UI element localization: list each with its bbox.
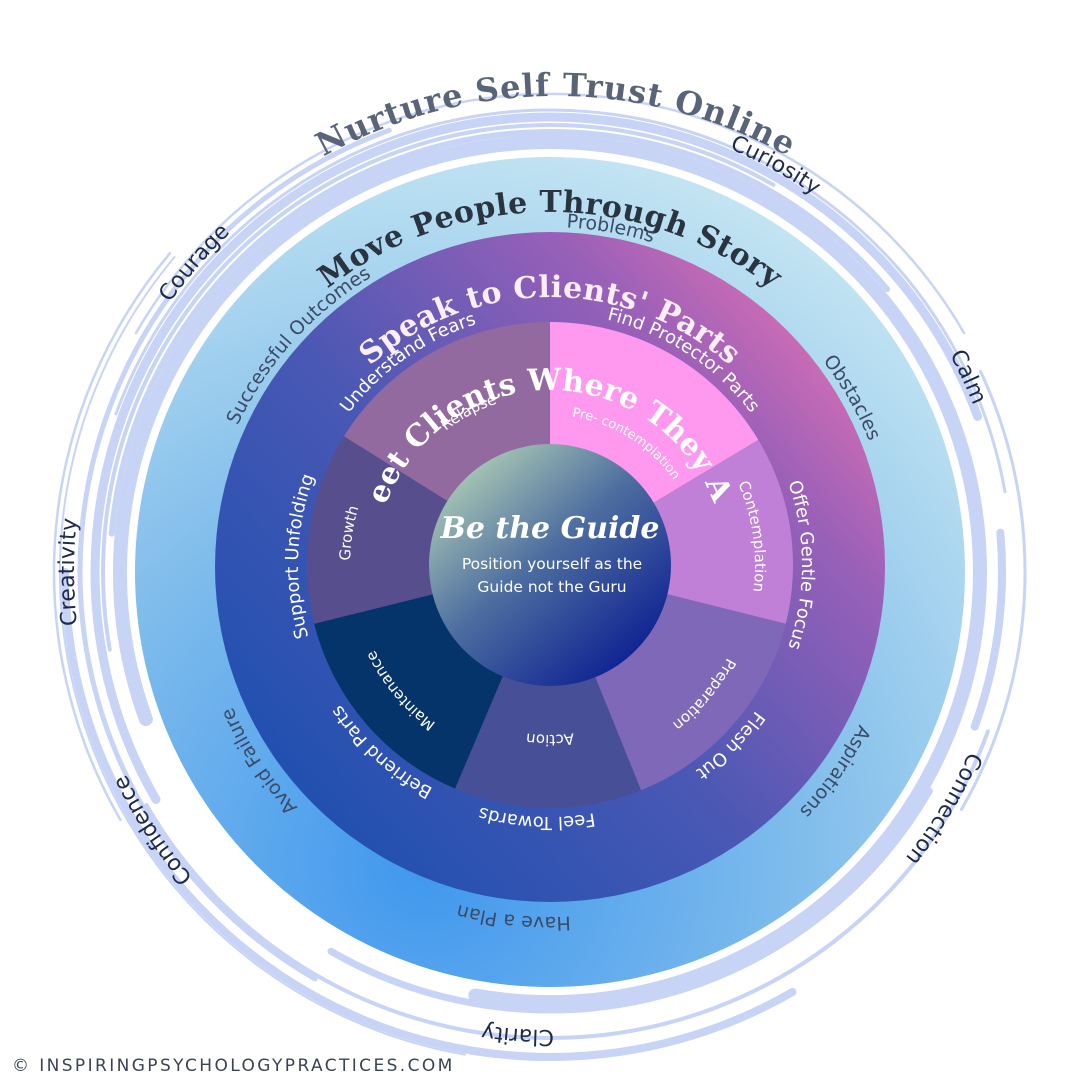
decorative-swirl-rings xyxy=(52,92,1027,1061)
stage-segment-maintenance xyxy=(314,593,504,789)
stage-segment-contemplation xyxy=(651,439,793,624)
stage-label-action: Action xyxy=(525,729,575,749)
swirl-stroke xyxy=(144,729,990,1041)
swirl-stroke xyxy=(90,112,983,804)
swirl-stroke xyxy=(61,568,797,1061)
value-label-creativity-text: Creativity xyxy=(55,517,83,627)
center-subtitle-line1: Position yourself as the xyxy=(462,555,642,573)
stage-segment-action xyxy=(455,673,642,809)
swirl-stroke xyxy=(327,787,933,1014)
swirl-stroke xyxy=(52,251,172,822)
center-circle xyxy=(429,444,671,686)
swirl-stroke xyxy=(101,123,776,652)
stage-segment-growth xyxy=(306,436,450,624)
value-label-clarity: Clarity xyxy=(480,1019,554,1049)
stage-label-action-text: Action xyxy=(525,729,575,749)
copyright-footer: © INSPIRINGPSYCHOLOGYPRACTICES.COM xyxy=(12,1056,455,1076)
swirl-stroke xyxy=(134,92,966,335)
center-title: Be the Guide xyxy=(440,511,660,546)
value-label-creativity: Creativity xyxy=(55,517,83,627)
swirl-stroke xyxy=(970,528,1006,731)
swirl-stroke xyxy=(58,256,466,1056)
swirl-stroke xyxy=(112,135,987,1009)
value-label-clarity-text: Clarity xyxy=(480,1019,554,1049)
center-subtitle-line2: Guide not the Guru xyxy=(477,578,626,596)
swirl-stroke xyxy=(108,129,891,537)
swirl-stroke xyxy=(77,127,392,982)
swirl-stroke xyxy=(959,369,1027,811)
swirl-stroke xyxy=(114,108,1007,494)
